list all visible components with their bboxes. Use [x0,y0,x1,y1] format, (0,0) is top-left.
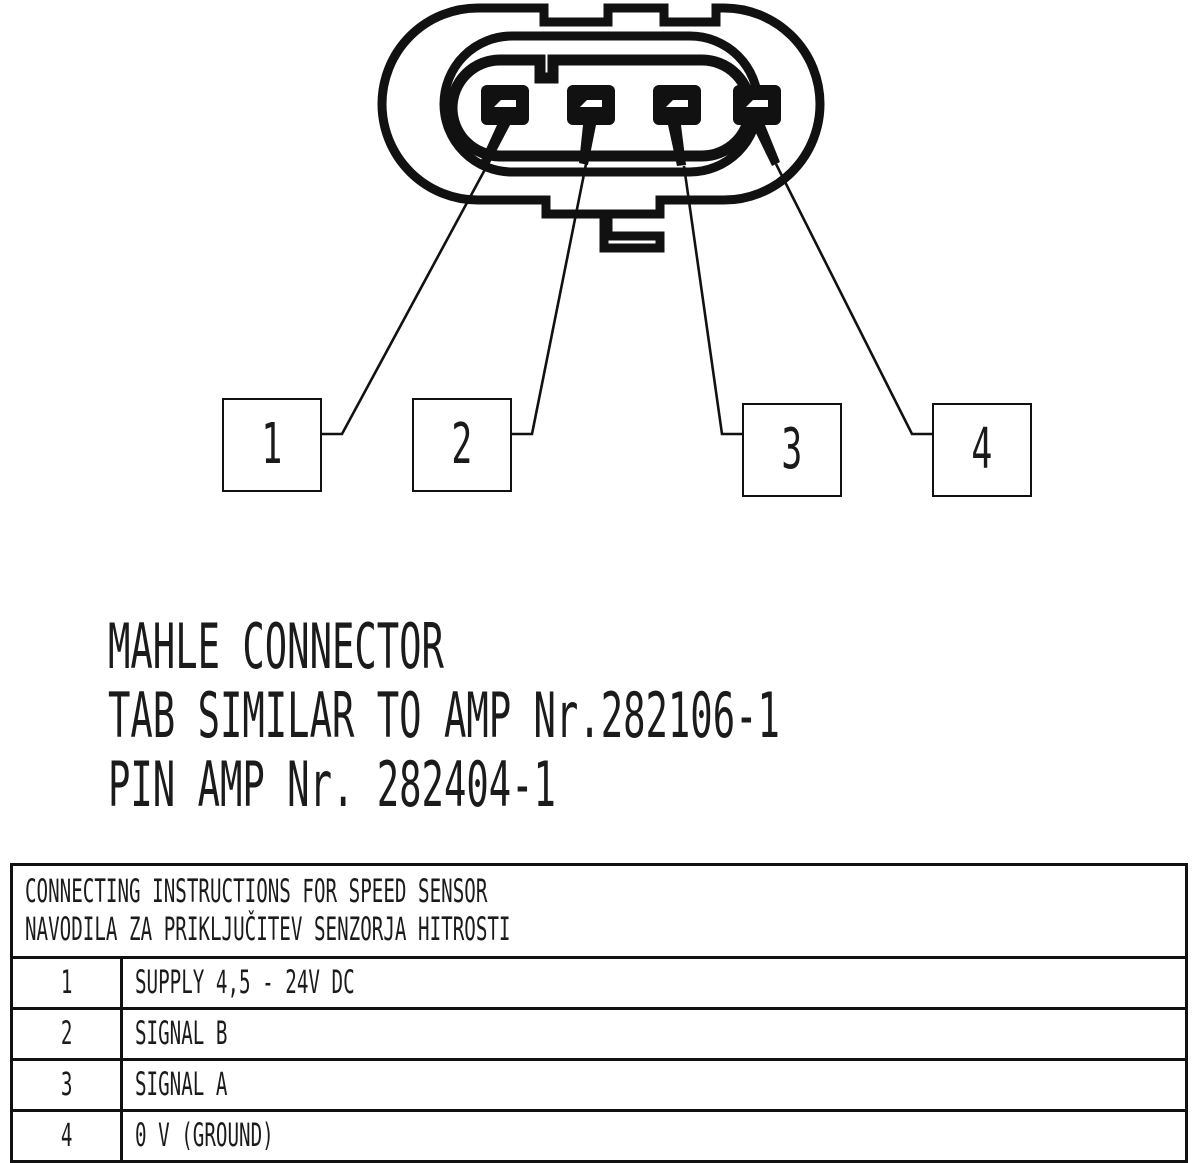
caption-line-tab-part-number: TAB SIMILAR TO AMP Nr.282106-1 [108,679,780,752]
pin-number-box-1-label: 1 [261,412,283,477]
table-pin-function-text: SIGNAL A [135,1065,228,1103]
table-row: 1 SUPPLY 4,5 - 24V DC [13,959,1185,1010]
caption-line-connector-name: MAHLE CONNECTOR [108,610,444,683]
table-row: 4 0 V (GROUND) [13,1112,1185,1160]
table-cell-pin-number: 2 [13,1010,123,1058]
table-header-row: CONNECTING INSTRUCTIONS FOR SPEED SENSOR… [13,866,1185,959]
pin-terminal-1 [481,85,529,165]
leader-line-4 [774,163,932,436]
pin-number-box-2-label: 2 [451,412,473,477]
table-pin-function-text: SIGNAL B [135,1014,228,1052]
leader-line-3 [682,165,742,436]
table-pin-number-text: 2 [60,1014,73,1052]
pin-number-box-3: 3 [742,403,842,497]
connector-diagram [322,3,932,436]
table-cell-pin-number: 3 [13,1061,123,1109]
leader-line-1 [322,161,491,436]
pin-number-box-4-label: 4 [971,417,993,482]
connector-pin-cavity [446,54,756,162]
table-pin-number-text: 1 [60,963,73,1001]
caption-block: MAHLE CONNECTOR TAB SIMILAR TO AMP Nr.28… [108,612,1108,819]
connecting-instructions-table: CONNECTING INSTRUCTIONS FOR SPEED SENSOR… [10,863,1188,1163]
table-cell-pin-function: 0 V (GROUND) [123,1112,1185,1160]
leader-lines [322,161,932,436]
table-header-line-slovenian: NAVODILA ZA PRIKLJUČITEV SENZORJA HITROS… [25,910,511,948]
table-pin-number-text: 3 [60,1065,73,1103]
table-cell-pin-number: 1 [13,959,123,1007]
table-pin-number-text: 4 [60,1116,73,1154]
pin-terminal-4 [733,85,781,166]
caption-line-pin-part-number: PIN AMP Nr. 282404-1 [108,748,556,821]
table-pin-function-text: 0 V (GROUND) [135,1116,274,1154]
table-cell-pin-function: SUPPLY 4,5 - 24V DC [123,959,1185,1007]
pin-number-box-2: 2 [412,398,512,492]
table-header-line-english: CONNECTING INSTRUCTIONS FOR SPEED SENSOR [25,872,488,910]
table-cell-pin-number: 4 [13,1112,123,1160]
pin-terminal-2 [567,85,615,165]
table-cell-pin-function: SIGNAL A [123,1061,1185,1109]
table-header-cell: CONNECTING INSTRUCTIONS FOR SPEED SENSOR… [13,866,1185,956]
pin-number-box-4: 4 [932,403,1032,497]
pin-number-box-3-label: 3 [781,417,803,482]
table-cell-pin-function: SIGNAL B [123,1010,1185,1058]
pin-terminal-3 [653,85,701,166]
connector-housing-outer [377,3,825,253]
table-pin-function-text: SUPPLY 4,5 - 24V DC [135,963,355,1001]
pin-number-box-1: 1 [222,398,322,492]
leader-line-2 [512,163,588,436]
table-row: 3 SIGNAL A [13,1061,1185,1112]
table-row: 2 SIGNAL B [13,1010,1185,1061]
